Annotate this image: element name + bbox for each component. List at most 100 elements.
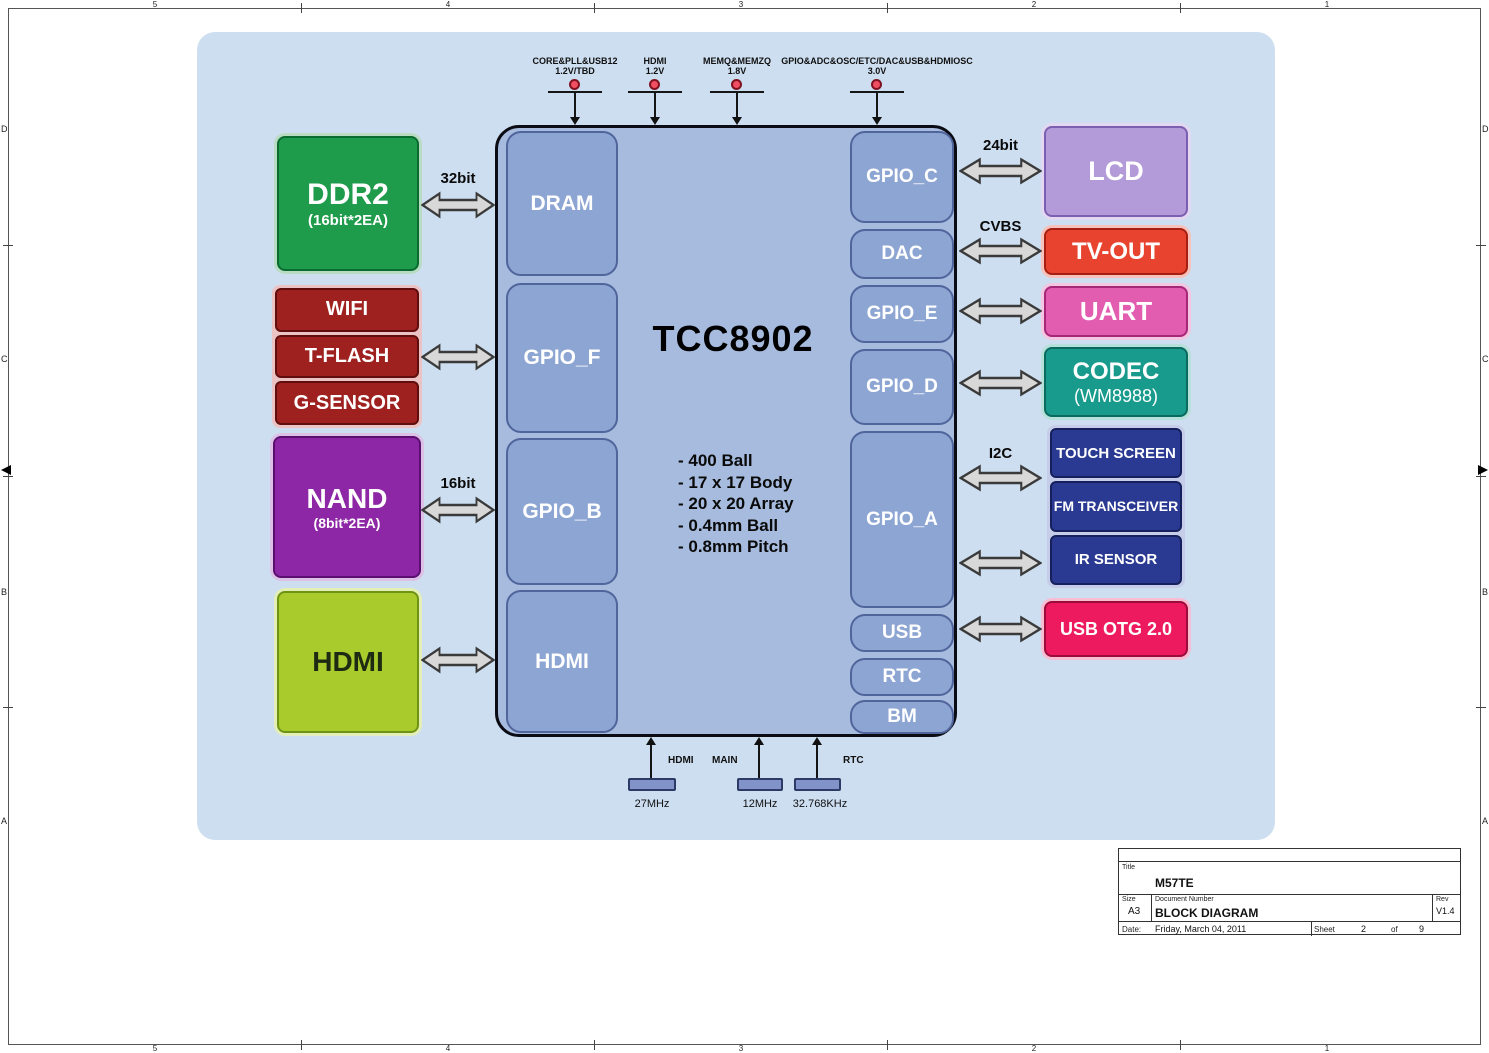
power-rail-name: GPIO&ADC&OSC/ETC/DAC&USB&HDMIOSC [781, 56, 973, 66]
clock-port-label: HDMI [668, 755, 694, 766]
chip-port-gpio-e: GPIO_E [850, 285, 954, 343]
rev-value: V1.4 [1436, 906, 1455, 916]
ruler-label-right: B [1482, 587, 1489, 597]
block-fm-transceiver: FM TRANSCEIVER [1050, 481, 1182, 532]
ruler-label-left: C [1, 354, 8, 364]
block-touch-screen: TOUCH SCREEN [1050, 428, 1182, 479]
clock-freq-label: 32.768KHz [792, 798, 848, 810]
chip-port-bm: BM [850, 700, 954, 734]
clock-feed-line [758, 745, 760, 778]
ruler-label-top: 5 [152, 0, 158, 9]
frame-arrow-right-icon [1478, 465, 1488, 475]
soc-spec-line: - 17 x 17 Body [678, 472, 793, 492]
block-ddr2: DDR2 (16bit*2EA) [277, 136, 419, 271]
ruler-label-top: 3 [738, 0, 744, 9]
block-nand: NAND (8bit*2EA) [273, 436, 421, 578]
frame-arrow-left-icon [1, 465, 11, 475]
ruler-label-top: 2 [1031, 0, 1037, 9]
power-rail-name: MEMQ&MEMZQ [703, 56, 771, 66]
block-nand-subtitle: (8bit*2EA) [313, 515, 381, 531]
block-codec-subtitle: (WM8988) [1073, 385, 1158, 406]
ruler-label-right: A [1482, 816, 1489, 826]
power-node-icon [569, 79, 580, 90]
frame-tick [1476, 707, 1486, 708]
clock-feed-line [816, 745, 818, 778]
block-hdmi: HDMI [277, 591, 419, 733]
power-rail-line [850, 91, 904, 93]
power-feed-line [654, 93, 656, 117]
date-value: Friday, March 04, 2011 [1155, 924, 1247, 934]
ruler-label-bottom: 3 [738, 1044, 744, 1053]
power-node-icon [731, 79, 742, 90]
power-arrow-icon [732, 117, 742, 125]
frame-tick [594, 3, 595, 13]
power-rail-name: HDMI [643, 56, 667, 66]
ruler-label-bottom: 1 [1324, 1044, 1330, 1053]
power-rail-voltage: 1.8V [727, 66, 747, 76]
block-uart: UART [1044, 286, 1188, 337]
block-uart-title: UART [1079, 296, 1153, 326]
chip-port-dac: DAC [850, 229, 954, 279]
frame-tick [301, 1040, 302, 1050]
clock-port-label: RTC [843, 755, 864, 766]
chip-port-dram: DRAM [506, 131, 618, 276]
block-codec: CODEC (WM8988) [1044, 347, 1188, 417]
clock-arrow-icon [646, 737, 656, 745]
clock-arrow-icon [812, 737, 822, 745]
soc-block-tcc8902: TCC8902 - 400 Ball - 17 x 17 Body - 20 x… [495, 125, 957, 737]
frame-tick [1180, 1040, 1181, 1050]
power-rail-line [710, 91, 764, 93]
clock-freq-label: 12MHz [742, 798, 778, 810]
block-usb-otg: USB OTG 2.0 [1044, 601, 1188, 657]
bus-arrow-gpio-d-codec [959, 369, 1042, 397]
frame-tick [887, 1040, 888, 1050]
soc-spec-line: - 400 Ball [678, 451, 753, 470]
clock-port-label: MAIN [712, 755, 738, 766]
bus-arrow-nand-gpio-b [421, 496, 495, 524]
bus-label-cvbs: CVBS [979, 218, 1022, 235]
power-arrow-icon [570, 117, 580, 125]
block-ddr2-subtitle: (16bit*2EA) [307, 212, 389, 229]
soc-title: TCC8902 [652, 318, 814, 359]
frame-tick [1476, 245, 1486, 246]
power-rail-voltage: 1.2V/TBD [555, 66, 595, 76]
bus-arrow-dac-tvout [959, 237, 1042, 265]
crystal-12mhz-icon [737, 778, 783, 791]
sheet-of-label: of [1391, 925, 1398, 934]
crystal-27mhz-icon [628, 778, 676, 791]
soc-spec-line: - 0.4mm Ball [678, 515, 779, 535]
frame-tick [594, 1040, 595, 1050]
document-number-label: Document Number [1155, 896, 1214, 903]
doc-title: M57TE [1155, 876, 1194, 890]
power-rail-name: CORE&PLL&USB12 [532, 56, 618, 66]
frame-tick [3, 476, 13, 477]
chip-port-gpio-a: GPIO_A [850, 431, 954, 608]
bus-arrow-usb-otg [959, 615, 1042, 643]
block-t-flash: T-FLASH [275, 334, 419, 379]
title-label: Title [1122, 864, 1135, 871]
sheet-total: 9 [1419, 924, 1425, 934]
bus-arrow-hdmi [421, 646, 495, 674]
chip-port-hdmi: HDMI [506, 590, 618, 733]
soc-specs: - 400 Ball - 17 x 17 Body - 20 x 20 Arra… [678, 450, 794, 558]
clock-arrow-icon [754, 737, 764, 745]
power-arrow-icon [872, 117, 882, 125]
title-block-divider [1311, 921, 1312, 936]
bus-arrow-ir-sensor [959, 549, 1042, 577]
block-tv-out-title: TV-OUT [1072, 237, 1160, 265]
block-g-sensor: G-SENSOR [275, 381, 419, 426]
block-codec-title: CODEC [1072, 357, 1160, 385]
block-lcd-title: LCD [1088, 156, 1144, 186]
sheet-number: 2 [1361, 924, 1367, 934]
power-rail-line [628, 91, 682, 93]
block-storage-group: WIFI T-FLASH G-SENSOR [272, 285, 422, 428]
chip-port-gpio-d: GPIO_D [850, 349, 954, 425]
power-rail-voltage: 3.0V [867, 66, 887, 76]
block-wifi: WIFI [275, 288, 419, 332]
rev-label: Rev [1436, 896, 1449, 903]
title-block-divider [1119, 861, 1460, 862]
power-node-icon [649, 79, 660, 90]
frame-tick [3, 707, 13, 708]
ruler-label-left: D [1, 124, 8, 134]
sheet-label: Sheet [1314, 925, 1335, 934]
